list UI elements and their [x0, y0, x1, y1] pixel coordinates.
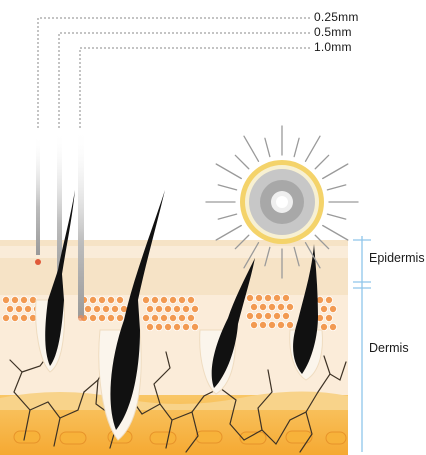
needle-depth-guides — [38, 18, 312, 128]
dermis-label: Dermis — [369, 341, 409, 355]
needle-label-10mm: 1.0mm — [314, 40, 352, 54]
needle-label-05mm: 0.5mm — [314, 25, 352, 39]
epidermis-label: Epidermis — [369, 251, 425, 265]
needle-label-025mm: 0.25mm — [314, 10, 359, 24]
